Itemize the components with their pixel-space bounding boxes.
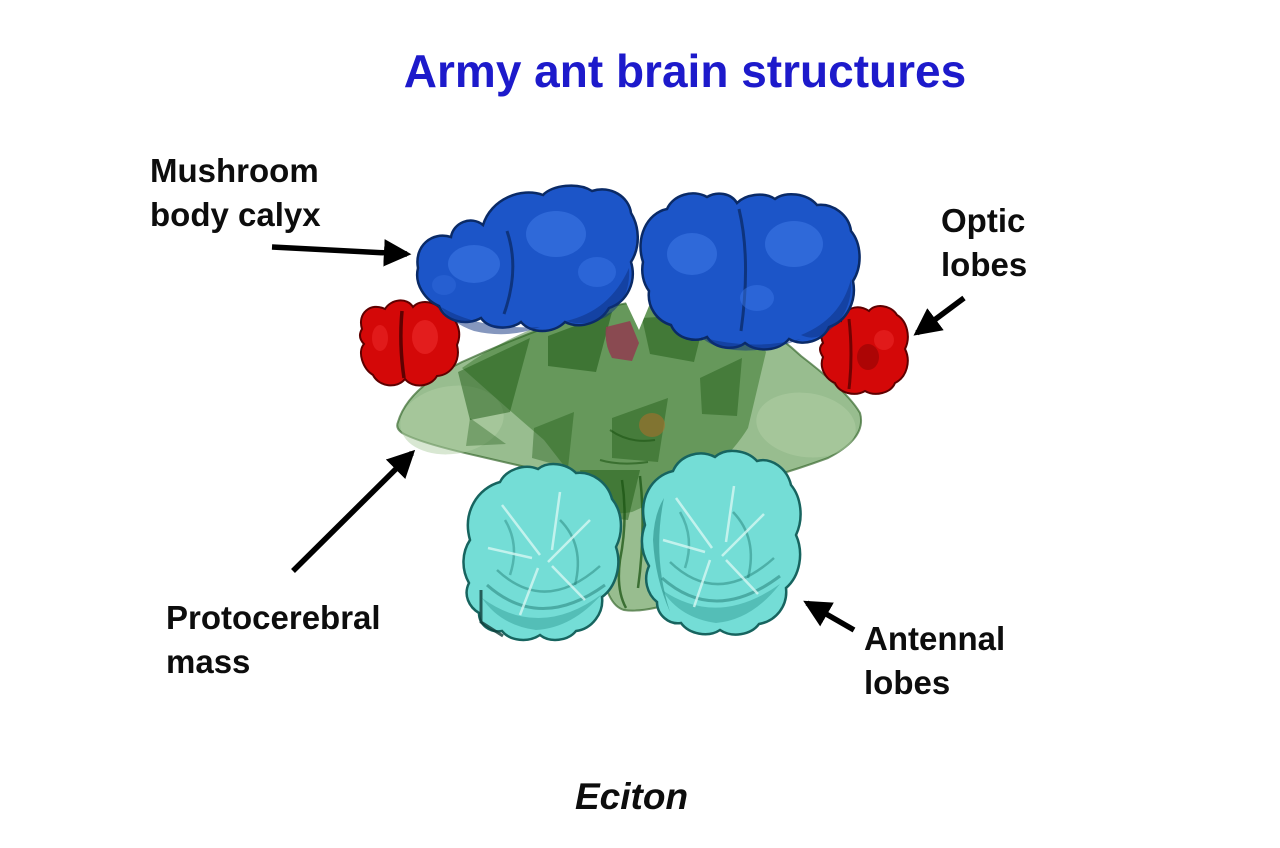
mushroom-body-right (639, 192, 861, 351)
annotation-arrows (271, 239, 966, 633)
label-optic-lobes: Optic lobes (941, 202, 1028, 283)
mushroom-body-left (415, 184, 639, 335)
optic-lobes-arrow (913, 295, 966, 336)
page-title: Army ant brain structures (403, 45, 967, 97)
protocerebral-mass-arrow (291, 449, 416, 573)
white-gap-notch (622, 294, 654, 330)
mushroom-body-arrow (271, 239, 412, 267)
label-protocerebral-mass: Protocerebral mass (166, 599, 381, 680)
label-antennal-lobes: Antennal lobes (864, 620, 1006, 701)
optic-lobe-right (819, 305, 909, 395)
antennal-lobe-left (462, 462, 623, 642)
antennal-lobes-arrow (803, 600, 856, 633)
antennal-lobe-right (640, 449, 802, 636)
central-maroon-patch (605, 321, 665, 437)
optic-lobe-left (358, 299, 461, 387)
species-caption: Eciton (575, 776, 689, 817)
label-mushroom-body-calyx: Mushroom body calyx (150, 152, 321, 233)
